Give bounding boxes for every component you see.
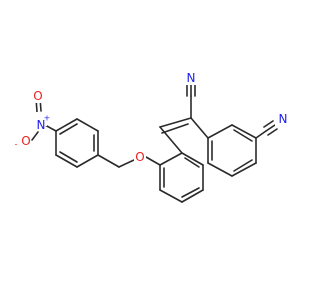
- benzyl-ether-linker: [97, 154, 161, 168]
- nitrile-right-triple-bond: [255, 120, 278, 139]
- nitrophenyl-ring: [55, 118, 99, 168]
- vinyl-linkage: [159, 95, 209, 154]
- ether-oxygen-label: O: [135, 150, 144, 164]
- nitro-nitrogen-charge: +: [44, 114, 51, 123]
- nitrile-nitrogen-right-label: N: [279, 112, 288, 126]
- nitro-oxygen-single-label: O: [21, 134, 30, 148]
- nitro-oxygen-charge: -: [15, 140, 18, 149]
- molecule-structure-diagram: N + O - O O N N: [15, 71, 288, 203]
- cyanophenyl-ring: [207, 124, 257, 177]
- nitro-nitrogen-label: N: [37, 118, 46, 132]
- atom-labels: N + O - O O N N: [15, 71, 288, 165]
- nitro-oxygen-double-label: O: [33, 89, 42, 103]
- nitrile-top-triple-bond: [186, 84, 196, 97]
- phenylene-ring: [159, 152, 204, 203]
- nitrile-nitrogen-top-label: N: [187, 71, 196, 85]
